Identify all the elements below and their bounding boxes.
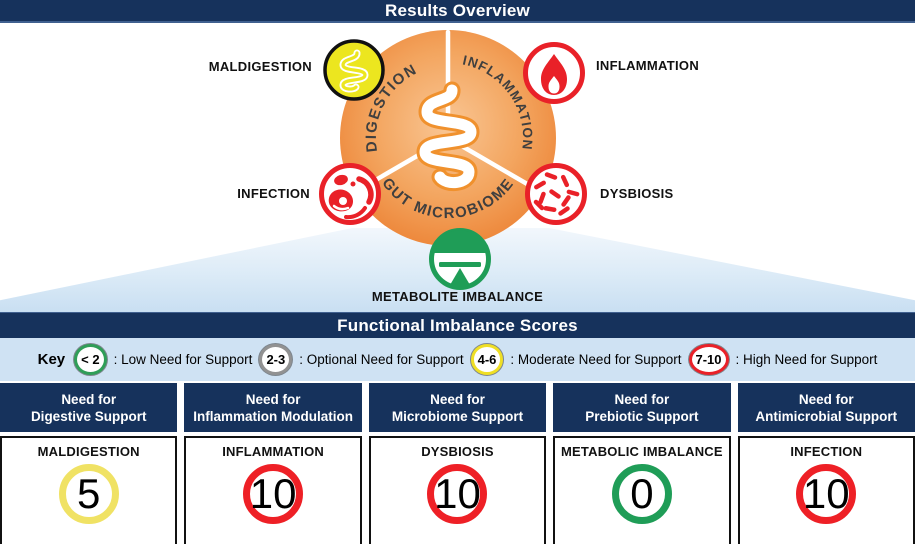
key-label: Key <box>37 351 66 368</box>
column-body: MALDIGESTION 5 <box>0 436 178 544</box>
column-body: INFECTION 10 <box>737 436 915 544</box>
column-header: Need for Antimicrobial Support <box>737 383 915 432</box>
page-title: Results Overview <box>385 0 530 20</box>
score-value: 10 <box>427 464 488 524</box>
score-column-prebiotic: Need for Prebiotic Support METABOLIC IMB… <box>553 383 731 544</box>
intestine-icon <box>416 81 480 192</box>
column-header: Need for Digestive Support <box>0 383 178 432</box>
score-value: 5 <box>58 464 119 524</box>
column-header-line1: Need for <box>61 391 117 407</box>
intestine-icon <box>323 39 385 101</box>
maldigestion-badge <box>322 38 386 102</box>
page-title-bar: Results Overview <box>0 0 915 23</box>
bacteria-icon <box>525 163 587 225</box>
column-header-line1: Need for <box>430 391 485 407</box>
marker-label: INFLAMMATION <box>222 444 324 459</box>
gut-wheel-diagram: DIGESTION INFLAMMATION GUT MICROBIOME <box>340 29 556 246</box>
column-header: Need for Prebiotic Support <box>553 383 731 432</box>
key-desc-moderate: : Moderate Need for Support <box>510 352 682 367</box>
dysbiosis-label: DYSBIOSIS <box>600 186 674 201</box>
score-column-inflammation: Need for Inflammation Modulation INFLAMM… <box>184 383 362 544</box>
score-column-antimicrobial: Need for Antimicrobial Support INFECTION… <box>737 383 915 544</box>
column-header: Need for Inflammation Modulation <box>184 383 362 432</box>
inflammation-label: INFLAMMATION <box>596 58 700 73</box>
key-range-high: 7-10 <box>688 344 729 375</box>
scores-section-title: Functional Imbalance Scores <box>337 315 578 335</box>
maldigestion-label: MALDIGESTION <box>208 59 312 74</box>
score-columns: Need for Digestive Support MALDIGESTION … <box>0 383 915 544</box>
metabolite-imbalance-badge <box>428 227 492 291</box>
infection-badge <box>318 162 382 226</box>
marker-label: METABOLIC IMBALANCE <box>561 444 723 459</box>
key-range-optional: 2-3 <box>259 344 293 375</box>
column-header-line1: Need for <box>798 391 854 407</box>
score-column-digestive: Need for Digestive Support MALDIGESTION … <box>0 383 178 544</box>
scores-section-title-bar: Functional Imbalance Scores <box>0 312 915 338</box>
score-key-legend: Key < 2 : Low Need for Support 2-3 : Opt… <box>0 338 915 381</box>
metabolite-imbalance-label: METABOLITE IMBALANCE <box>371 289 544 304</box>
flame-icon <box>523 42 585 104</box>
key-desc-optional: : Optional Need for Support <box>299 352 464 367</box>
infection-label: INFECTION <box>237 186 310 201</box>
score-column-microbiome: Need for Microbiome Support DYSBIOSIS 10 <box>368 383 547 544</box>
column-header-line2: Prebiotic Support <box>585 408 699 424</box>
column-header-line2: Antimicrobial Support <box>755 408 898 424</box>
inflammation-badge <box>522 41 586 105</box>
column-body: METABOLIC IMBALANCE 0 <box>553 436 731 544</box>
column-header-line2: Inflammation Modulation <box>193 408 353 424</box>
key-desc-high: : High Need for Support <box>735 352 878 367</box>
key-desc-low: : Low Need for Support <box>113 352 253 367</box>
column-header-line2: Digestive Support <box>30 408 147 424</box>
score-value: 0 <box>611 464 672 524</box>
key-range-moderate: 4-6 <box>470 344 504 375</box>
score-value: 10 <box>796 464 857 524</box>
column-header-line1: Need for <box>245 391 301 407</box>
column-header-line2: Microbiome Support <box>391 408 524 424</box>
score-value: 10 <box>243 464 304 524</box>
balance-icon <box>429 228 491 290</box>
column-body: INFLAMMATION 10 <box>184 436 362 544</box>
marker-label: DYSBIOSIS <box>421 444 494 459</box>
column-header-line1: Need for <box>614 391 670 407</box>
marker-label: MALDIGESTION <box>37 444 140 459</box>
dysbiosis-badge <box>524 162 588 226</box>
parasite-icon <box>319 163 381 225</box>
key-range-low: < 2 <box>74 344 107 375</box>
marker-label: INFECTION <box>790 444 863 459</box>
column-body: DYSBIOSIS 10 <box>368 436 547 544</box>
column-header: Need for Microbiome Support <box>368 383 547 432</box>
